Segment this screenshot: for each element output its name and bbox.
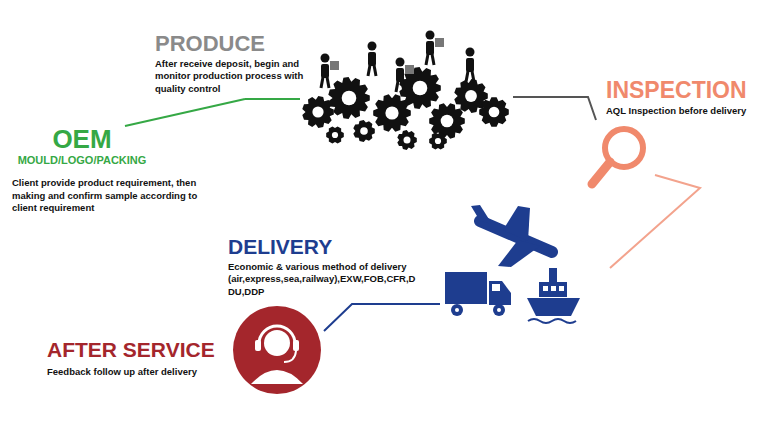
- gear-shape: [326, 126, 344, 143]
- stage-description: Economic & various method of delivery (a…: [228, 261, 450, 298]
- ship-icon: [527, 268, 580, 323]
- gear-hole: [489, 107, 500, 118]
- worker-box: [405, 65, 414, 74]
- gear-icon: [302, 67, 509, 150]
- worker-head: [426, 31, 435, 40]
- worker-leg: [426, 54, 428, 65]
- flow-line: [513, 97, 596, 120]
- gear-shape: [328, 77, 370, 119]
- magnifier-icon: [592, 129, 643, 184]
- worker-body: [368, 52, 376, 66]
- plane-icon: [471, 205, 552, 267]
- truck-icon: [445, 272, 511, 316]
- delivery-stage: DELIVERY Economic & various method of del…: [225, 208, 610, 304]
- gear-hole: [404, 137, 411, 144]
- gear-shape: [429, 132, 447, 149]
- worker-leg: [466, 71, 468, 82]
- worker-body: [396, 68, 404, 82]
- stage-heading: AFTER SERVICE: [47, 339, 267, 361]
- worker-leg: [374, 65, 376, 76]
- gear-hole: [342, 91, 357, 106]
- worker-head: [466, 48, 475, 57]
- stage-heading: PRODUCE: [155, 32, 315, 55]
- gear-hole: [385, 106, 398, 119]
- worker-box: [330, 61, 339, 70]
- flow-line: [324, 304, 440, 331]
- worker-box: [435, 38, 444, 47]
- worker-figure: [396, 58, 415, 93]
- flow-line: [125, 99, 245, 126]
- gear-shape: [353, 120, 375, 142]
- stage-subheading: MOULD/LOGO/PACKING: [12, 154, 152, 167]
- gear-hole: [435, 138, 441, 144]
- worker-leg: [432, 54, 434, 65]
- worker-leg: [396, 81, 398, 92]
- stage-heading: DELIVERY: [228, 236, 448, 258]
- inspection-stage: INSPECTION AQL Inspection before delivery: [596, 78, 756, 175]
- worker-leg: [472, 71, 474, 82]
- stage-description: AQL Inspection before delivery: [606, 105, 754, 117]
- produce-stage: PRODUCE After receive deposit, begin and …: [153, 32, 513, 99]
- leader-line: [245, 98, 300, 100]
- stage-description: Feedback follow up after delivery: [47, 366, 247, 378]
- worker-figure: [466, 48, 475, 83]
- stage-heading: OEM: [12, 126, 152, 152]
- worker-head: [396, 58, 405, 67]
- gear-hole: [360, 127, 368, 135]
- support-icon: [233, 306, 321, 394]
- gear-hole: [312, 106, 323, 117]
- worker-leg: [321, 77, 323, 88]
- worker-figure: [321, 54, 340, 89]
- worker-body: [426, 41, 434, 55]
- flow-line: [610, 175, 700, 268]
- gear-hole: [465, 90, 477, 102]
- stage-description: After receive deposit, begin and monitor…: [155, 58, 305, 95]
- after-service-stage: AFTER SERVICE Feedback follow up after de…: [45, 303, 324, 398]
- gear-hole: [441, 115, 454, 128]
- gear-hole: [332, 132, 338, 138]
- worker-head: [321, 54, 330, 63]
- stage-heading: INSPECTION: [606, 78, 754, 102]
- worker-leg: [402, 81, 404, 92]
- worker-figure: [368, 42, 377, 77]
- worker-leg: [327, 77, 329, 88]
- worker-head: [368, 42, 377, 51]
- gear-shape: [397, 130, 417, 150]
- worker-leg: [368, 65, 370, 76]
- stage-description: Client provide product requirement, then…: [12, 177, 212, 214]
- oem-stage: OEM MOULD/LOGO/PACKING Client provide prod…: [12, 126, 222, 219]
- worker-body: [321, 64, 329, 78]
- gear-hole: [413, 81, 428, 96]
- worker-body: [466, 58, 474, 72]
- worker-icon: [321, 31, 475, 93]
- gear-shape: [479, 97, 509, 127]
- worker-figure: [426, 31, 445, 66]
